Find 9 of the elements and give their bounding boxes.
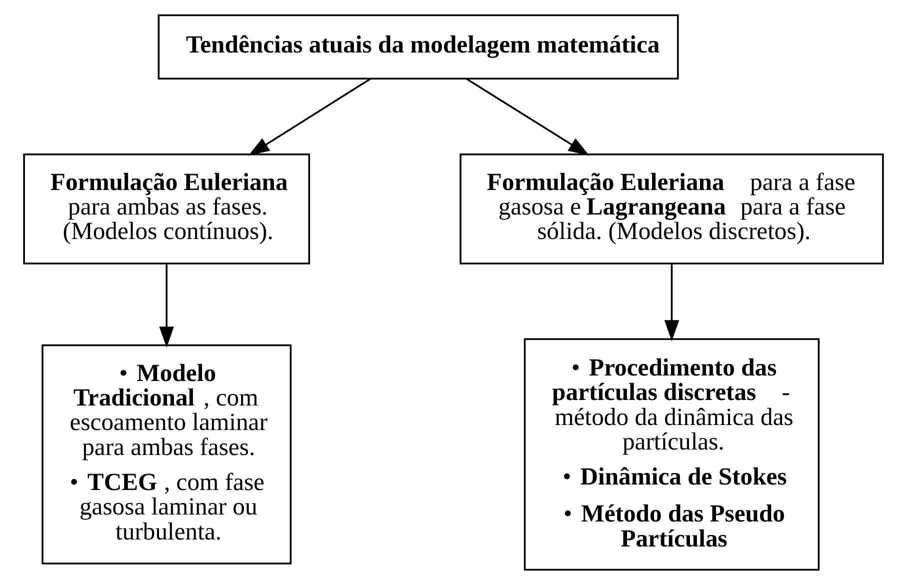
node-box: Formulação Euleriana para ambas as fases. (Modelos contínuos). xyxy=(22,153,310,264)
arrow xyxy=(248,78,370,156)
arrow xyxy=(158,264,174,348)
arrow xyxy=(664,264,679,342)
node-box: Formulação Euleriana para a fase gasosa e Lagrangeana para a fase sólida. (Modelos discretos). xyxy=(459,153,884,264)
arrow xyxy=(466,78,589,156)
node-box: • Procedimento das partículas discretas - método da dinâmica das partículas. • Dinâmica de Stokes • Método das Pseudo Partículas xyxy=(523,338,820,571)
node-box: Tendências atuais da modelagem matemática xyxy=(157,14,678,80)
node-box: • Modelo Tradicional, com escoamento laminar para ambas fases. • TCEG, com fase gasosa laminar ou turbulenta. xyxy=(41,344,292,564)
